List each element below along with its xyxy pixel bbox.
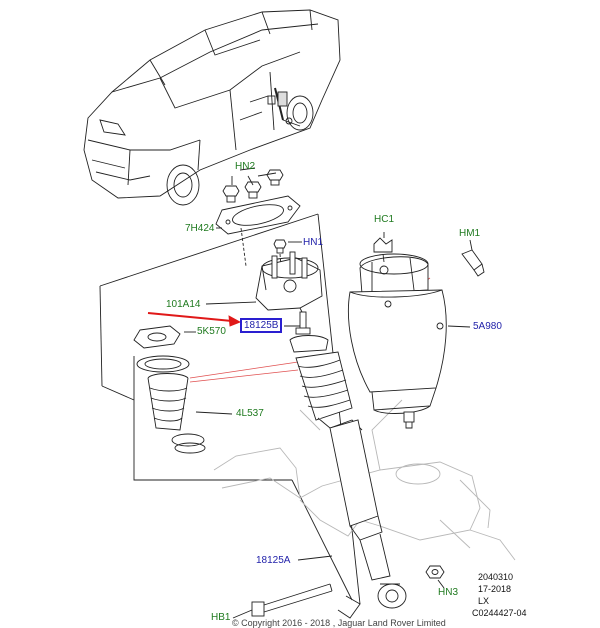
label-18125a: 18125A (256, 555, 291, 566)
label-hb1: HB1 (211, 612, 231, 623)
vehicle-illustration (83, 9, 341, 206)
info-date: 17-2018 (478, 584, 512, 594)
air-spring (348, 253, 447, 429)
info-code: 2040310 (478, 572, 514, 582)
label-18125b-highlight[interactable]: 18125B (240, 318, 283, 333)
bellows-kit (136, 355, 206, 454)
hm1-fitting (461, 249, 485, 277)
label-5a980: 5A980 (473, 321, 502, 332)
info-model: LX (478, 596, 490, 606)
label-101a14: 101A14 (166, 299, 201, 310)
hb1-bolt (251, 583, 333, 617)
top-mount (255, 251, 323, 327)
label-hm1: HM1 (459, 228, 481, 239)
label-5k570: 5K570 (197, 326, 226, 337)
gasket-plate (215, 195, 301, 235)
shock-absorber (289, 311, 407, 609)
copyright-notice: © Copyright 2016 - 2018 , Jaguar Land Ro… (232, 618, 446, 628)
label-hn3: HN3 (438, 587, 459, 598)
hn2-nuts (222, 169, 284, 203)
rear-subframe (213, 399, 516, 561)
label-hn2: HN2 (235, 161, 256, 172)
label-7h424: 7H424 (185, 223, 215, 234)
label-4l537: 4L537 (236, 408, 264, 419)
info-reference: C0244427-04 (472, 608, 527, 618)
pointer-arrow (147, 312, 242, 327)
label-hn1: HN1 (303, 237, 324, 248)
label-hc1: HC1 (374, 214, 395, 225)
